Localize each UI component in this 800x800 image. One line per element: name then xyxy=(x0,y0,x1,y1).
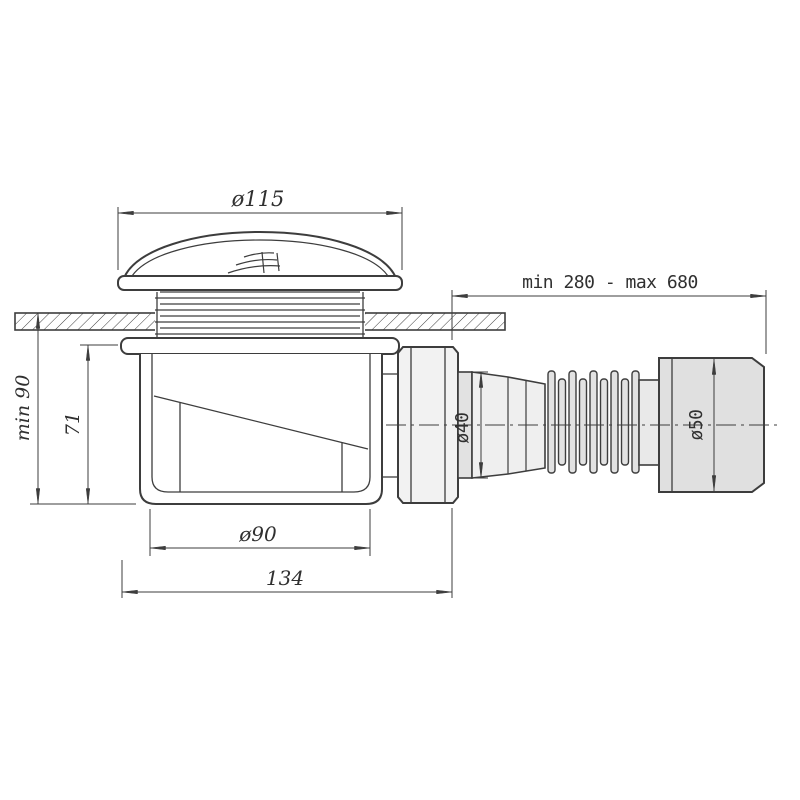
dim-label-install-depth: min 90 xyxy=(12,375,34,442)
dim-label-outlet-diameter: ø40 xyxy=(452,412,473,443)
dim-cup-diameter: ø90 xyxy=(149,509,371,556)
dim-label-cap-diameter: ø115 xyxy=(231,187,285,211)
dim-body-height: 71 xyxy=(62,344,118,505)
thread xyxy=(155,289,365,342)
dim-label-cup-diameter: ø90 xyxy=(238,522,277,546)
dim-install-depth: min 90 xyxy=(12,312,136,505)
dim-outlet-diameter: ø40 xyxy=(452,371,488,479)
dim-label-body-height: 71 xyxy=(62,412,84,436)
corrugated-hose xyxy=(547,370,640,474)
dim-cap-diameter: ø115 xyxy=(117,187,403,270)
dim-body-width: 134 xyxy=(121,508,453,598)
dim-label-body-width: 134 xyxy=(266,566,304,590)
trap-body xyxy=(120,337,400,505)
dim-label-pipe-diameter: ø50 xyxy=(686,409,707,440)
end-pipe xyxy=(638,357,765,493)
dim-pipe-diameter: ø50 xyxy=(686,358,717,492)
dim-label-hose-span: min 280 - max 680 xyxy=(522,272,698,293)
dim-hose-span: min 280 - max 680 xyxy=(451,272,767,354)
dome-cap xyxy=(117,230,403,291)
shower-tray-plate xyxy=(14,312,506,331)
